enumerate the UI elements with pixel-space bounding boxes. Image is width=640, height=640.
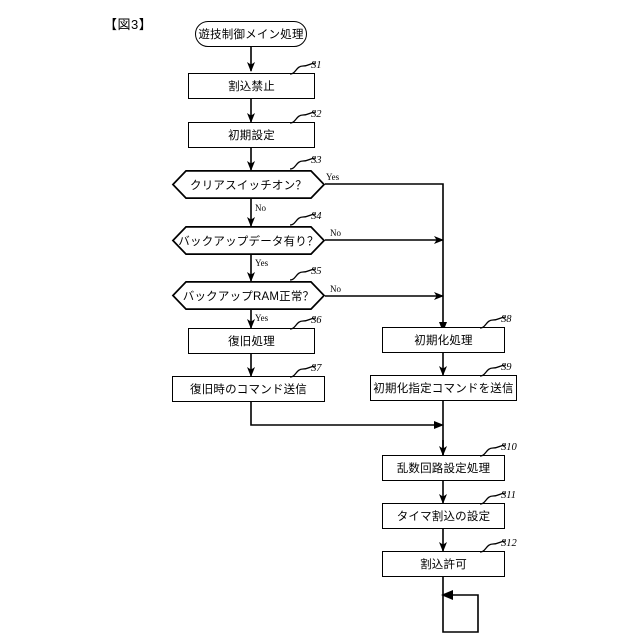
node-s4-shape bbox=[171, 226, 326, 255]
node-s1: 割込禁止 bbox=[188, 73, 315, 99]
edge-label-s3-no: No bbox=[255, 203, 266, 213]
node-s2-label: 初期設定 bbox=[228, 130, 275, 142]
step-label-s7: S7 bbox=[311, 363, 322, 374]
node-s9: 初期化指定コマンドを送信 bbox=[370, 375, 517, 401]
node-s6-label: 復旧処理 bbox=[228, 336, 275, 348]
edge-label-s4-yes: Yes bbox=[255, 258, 269, 268]
node-s5-shape bbox=[171, 281, 326, 310]
node-start: 遊技制御メイン処理 bbox=[195, 21, 307, 47]
leader-s12 bbox=[480, 540, 507, 553]
node-s5: バックアップRAM正常？ bbox=[171, 281, 326, 310]
figure-title: 【図3】 bbox=[104, 17, 153, 32]
node-s4: バックアップデータ有り？ bbox=[171, 226, 326, 255]
edge-label-s5-yes: Yes bbox=[255, 313, 269, 323]
step-label-s2: S2 bbox=[311, 109, 322, 120]
leader-s6 bbox=[290, 317, 317, 330]
leader-s7 bbox=[290, 365, 317, 378]
leader-s5 bbox=[290, 268, 317, 281]
node-s6: 復旧処理 bbox=[188, 328, 315, 354]
step-label-s10: S10 bbox=[501, 442, 517, 453]
leader-s9 bbox=[480, 364, 507, 377]
leader-s2 bbox=[290, 111, 317, 124]
node-start-label: 遊技制御メイン処理 bbox=[198, 29, 304, 41]
leader-s10 bbox=[480, 444, 507, 457]
node-s1-label: 割込禁止 bbox=[228, 81, 275, 93]
node-s12-label: 割込許可 bbox=[420, 559, 467, 571]
step-label-s3: S3 bbox=[311, 155, 322, 166]
step-label-s8: S8 bbox=[501, 314, 512, 325]
leader-s4 bbox=[290, 213, 317, 226]
node-s2: 初期設定 bbox=[188, 122, 315, 148]
step-label-s1: S1 bbox=[311, 60, 322, 71]
node-s10-label: 乱数回路設定処理 bbox=[396, 463, 491, 475]
node-s7: 復旧時のコマンド送信 bbox=[172, 376, 325, 402]
step-label-s4: S4 bbox=[311, 211, 322, 222]
node-s5-label: バックアップRAM正常？ bbox=[182, 290, 315, 303]
node-s3-label: クリアスイッチオン？ bbox=[190, 179, 307, 192]
node-s7-label: 復旧時のコマンド送信 bbox=[190, 384, 307, 396]
node-s9-label: 初期化指定コマンドを送信 bbox=[373, 383, 514, 395]
step-label-s6: S6 bbox=[311, 315, 322, 326]
edge-label-s4-no: No bbox=[330, 228, 341, 238]
edge-label-s5-no: No bbox=[330, 284, 341, 294]
node-s12: 割込許可 bbox=[382, 551, 505, 577]
leader-s11 bbox=[480, 492, 507, 505]
step-label-s11: S11 bbox=[501, 490, 516, 501]
step-label-s5: S5 bbox=[311, 266, 322, 277]
step-label-s12: S12 bbox=[501, 538, 517, 549]
node-s10: 乱数回路設定処理 bbox=[382, 455, 505, 481]
node-s11-label: タイマ割込の設定 bbox=[396, 511, 491, 523]
node-s3-shape bbox=[171, 170, 326, 199]
node-s11: タイマ割込の設定 bbox=[382, 503, 505, 529]
edge-label-s3-yes: Yes bbox=[326, 172, 340, 182]
node-s8: 初期化処理 bbox=[382, 327, 505, 353]
leader-s8 bbox=[480, 316, 507, 329]
step-label-s9: S9 bbox=[501, 362, 512, 373]
node-s3: クリアスイッチオン？ bbox=[171, 170, 326, 199]
leader-s3 bbox=[290, 157, 317, 170]
node-s4-label: バックアップデータ有り？ bbox=[178, 235, 319, 248]
node-s8-label: 初期化処理 bbox=[414, 335, 473, 347]
leader-s1 bbox=[290, 62, 317, 75]
